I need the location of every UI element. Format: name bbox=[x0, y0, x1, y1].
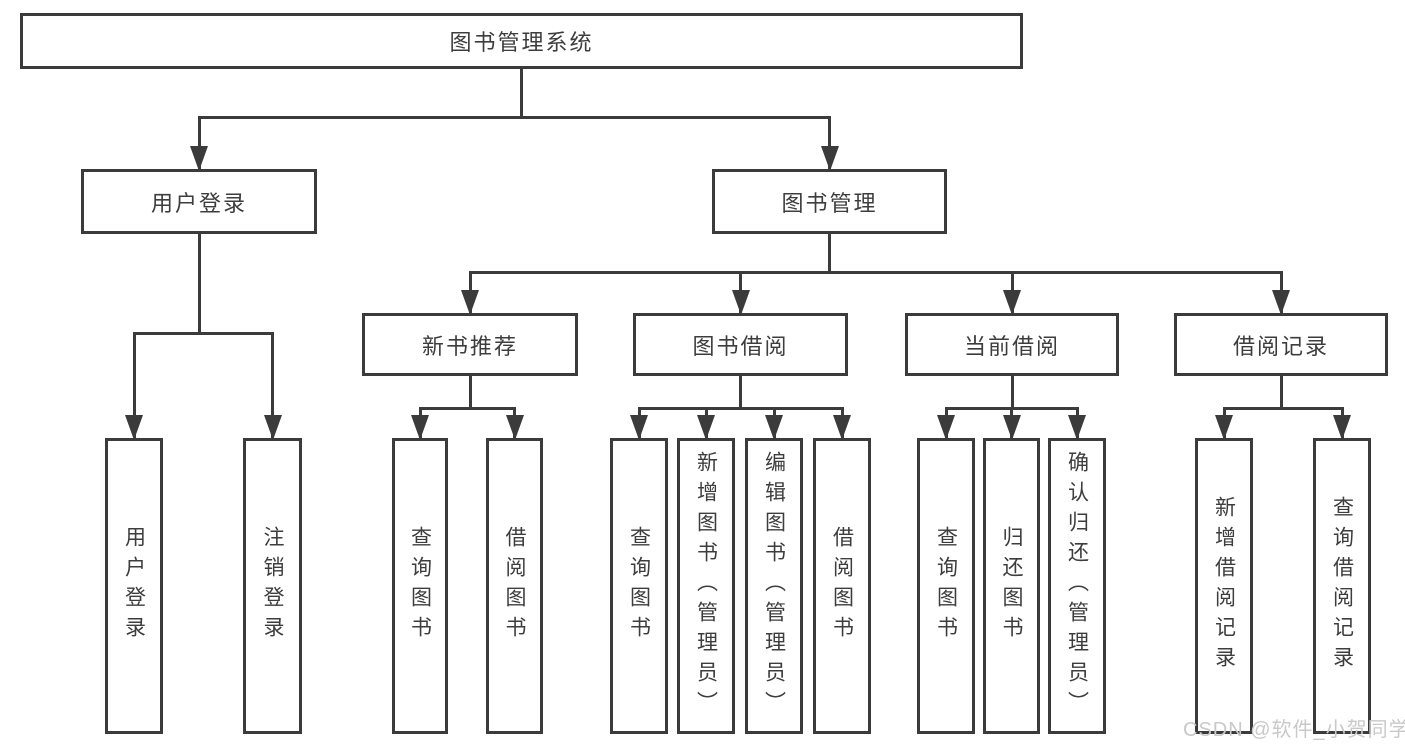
arrow-down-icon bbox=[1002, 415, 1021, 440]
arrow-down-icon bbox=[820, 146, 839, 171]
arrow-down-icon bbox=[411, 415, 429, 440]
node-book-mgmt: 图书管理 bbox=[712, 169, 947, 234]
connector-line bbox=[271, 333, 274, 438]
node-label: 用户登录 bbox=[122, 526, 146, 646]
node-label: 新增图书（管理员） bbox=[694, 451, 718, 721]
node-root: 图书管理系统 bbox=[20, 13, 1023, 69]
node-label: 借阅记录 bbox=[1232, 333, 1329, 359]
connector-line bbox=[637, 406, 844, 410]
node-user-login: 用户登录 bbox=[81, 169, 317, 234]
connector-line bbox=[739, 376, 742, 410]
connector-line bbox=[132, 333, 136, 438]
node-label: 图书借阅 bbox=[692, 333, 789, 359]
arrow-down-icon bbox=[1215, 415, 1233, 440]
csdn-watermark: CSDN @软件_小贺同学 bbox=[1183, 719, 1405, 741]
arrow-down-icon bbox=[765, 415, 783, 440]
arrow-down-icon bbox=[1272, 290, 1290, 315]
node-cb: 当前借阅 bbox=[905, 313, 1119, 376]
arrow-down-icon bbox=[731, 290, 750, 315]
node-label: 图书管理系统 bbox=[449, 30, 594, 55]
node-label: 新增借阅记录 bbox=[1212, 496, 1236, 676]
connector-line bbox=[1010, 376, 1014, 410]
node-label: 归还图书 bbox=[1000, 526, 1023, 646]
arrow-down-icon bbox=[1068, 415, 1086, 440]
node-bb-borrow: 借阅图书 bbox=[813, 438, 871, 734]
arrow-down-icon bbox=[461, 290, 479, 315]
node-nbr-query: 查询图书 bbox=[392, 438, 448, 734]
connector-line bbox=[468, 270, 1283, 274]
connector-line bbox=[132, 331, 274, 335]
node-bb-edit: 编辑图书（管理员） bbox=[745, 438, 803, 734]
node-label: 查询借阅记录 bbox=[1330, 496, 1354, 676]
arrow-down-icon bbox=[630, 415, 648, 440]
node-cb-query: 查询图书 bbox=[917, 438, 975, 734]
arrow-down-icon bbox=[833, 415, 851, 440]
node-label: 借阅图书 bbox=[830, 526, 854, 646]
arrow-down-icon bbox=[263, 415, 282, 440]
node-cb-return: 归还图书 bbox=[983, 438, 1040, 734]
node-label: 编辑图书（管理员） bbox=[762, 451, 786, 721]
connector-line bbox=[468, 376, 472, 410]
connector-line bbox=[828, 234, 831, 274]
node-cb-confirm: 确认归还（管理员） bbox=[1048, 438, 1106, 734]
node-label: 当前借阅 bbox=[963, 333, 1060, 359]
arrow-down-icon bbox=[190, 146, 208, 171]
connector-line bbox=[1279, 376, 1283, 410]
node-label: 新书推荐 bbox=[421, 333, 518, 359]
node-nbr: 新书推荐 bbox=[362, 313, 578, 376]
node-ul-logout: 注销登录 bbox=[243, 438, 302, 734]
node-label: 查询图书 bbox=[627, 526, 651, 646]
node-bb-query: 查询图书 bbox=[610, 438, 668, 734]
node-bb-add: 新增图书（管理员） bbox=[677, 438, 735, 734]
node-label: 查询图书 bbox=[934, 526, 958, 646]
arrow-down-icon bbox=[937, 415, 955, 440]
node-br-query: 查询借阅记录 bbox=[1313, 438, 1371, 734]
node-label: 借阅图书 bbox=[503, 526, 526, 646]
node-br-add: 新增借阅记录 bbox=[1195, 438, 1253, 734]
arrow-down-icon bbox=[697, 415, 715, 440]
node-bb: 图书借阅 bbox=[633, 313, 848, 376]
node-label: 查询图书 bbox=[408, 526, 432, 646]
arrow-down-icon bbox=[1333, 415, 1351, 440]
connector-line bbox=[828, 117, 831, 169]
connector-line bbox=[520, 69, 523, 119]
connector-line bbox=[197, 234, 201, 335]
node-label: 确认归还（管理员） bbox=[1065, 451, 1089, 721]
node-label: 用户登录 bbox=[150, 190, 247, 216]
node-ul-login: 用户登录 bbox=[105, 438, 163, 734]
arrow-down-icon bbox=[125, 415, 143, 440]
connector-line bbox=[197, 117, 201, 169]
arrow-down-icon bbox=[1003, 290, 1021, 315]
node-br: 借阅记录 bbox=[1174, 313, 1388, 376]
connector-line bbox=[197, 115, 831, 119]
arrow-down-icon bbox=[505, 415, 524, 440]
connector-line bbox=[1222, 406, 1344, 410]
node-label: 图书管理 bbox=[781, 190, 878, 216]
connector-line bbox=[418, 406, 516, 410]
node-label: 注销登录 bbox=[261, 526, 284, 646]
node-nbr-borrow: 借阅图书 bbox=[486, 438, 543, 734]
